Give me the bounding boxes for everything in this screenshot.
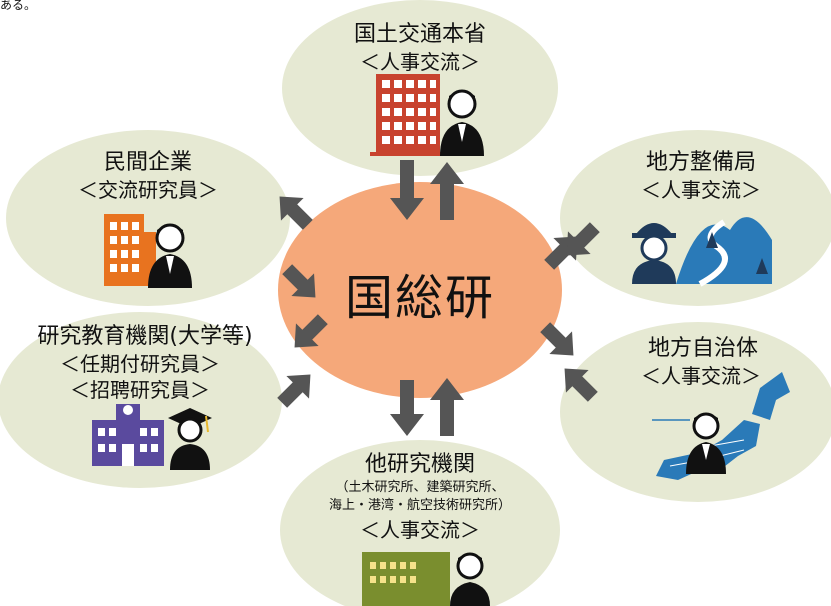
private-subtitle: ＜交流研究員＞ — [78, 178, 218, 202]
arrow-other-down — [390, 380, 424, 436]
academic-school-icon — [92, 404, 164, 466]
other-note-2: 海上・港湾・航空技術研究所） — [328, 498, 511, 513]
other-note-1: （土木研究所、建築研究所、 — [335, 480, 505, 495]
arrow-mlit-up — [430, 162, 464, 220]
private-ellipse — [6, 130, 290, 306]
arrow-regional-in — [566, 222, 600, 256]
arrow-academic-in — [277, 374, 311, 408]
other-subtitle: ＜人事交流＞ — [360, 518, 480, 542]
other-ellipse — [280, 440, 560, 606]
mlit-subtitle: ＜人事交流＞ — [360, 50, 480, 74]
localgov-title: 地方自治体 — [647, 336, 758, 361]
private-person-icon — [148, 223, 192, 288]
arrow-localgov-out — [540, 322, 574, 356]
academic-subtitle-1: ＜任期付研究員＞ — [60, 352, 220, 376]
academic-ellipse — [0, 312, 282, 488]
academic-graduate-icon — [168, 408, 212, 470]
arrow-mlit-down — [390, 160, 424, 220]
localgov-ellipse — [560, 322, 831, 502]
mlit-title: 国土交通本省 — [353, 22, 486, 47]
private-building-icon — [104, 214, 156, 286]
top-fragment-text: ある。 — [0, 0, 37, 12]
regional-landscape-icon — [676, 217, 772, 287]
arrows — [277, 160, 600, 436]
arrow-localgov-in — [564, 368, 598, 402]
regional-subtitle: ＜人事交流＞ — [641, 178, 761, 202]
center-ellipse — [278, 182, 562, 398]
regional-worker-icon — [632, 223, 676, 284]
arrow-academic-out — [294, 314, 328, 348]
localgov-person-icon — [686, 412, 726, 474]
regional-title: 地方整備局 — [645, 150, 756, 175]
academic-title: 研究教育機関(大学等) — [37, 324, 253, 349]
arrow-private-in — [282, 264, 316, 298]
private-title: 民間企業 — [103, 150, 192, 175]
other-person-icon — [450, 552, 490, 606]
mlit-person-icon — [440, 89, 484, 156]
mlit-building-icon — [370, 74, 450, 156]
center-label: 国総研 — [344, 270, 495, 326]
other-title: 他研究機関 — [364, 452, 475, 477]
arrow-other-up — [430, 378, 464, 436]
localgov-subtitle: ＜人事交流＞ — [641, 364, 761, 388]
other-building-icon — [362, 552, 450, 606]
academic-subtitle-2: ＜招聘研究員＞ — [70, 378, 210, 402]
arrow-private-out — [279, 196, 313, 230]
